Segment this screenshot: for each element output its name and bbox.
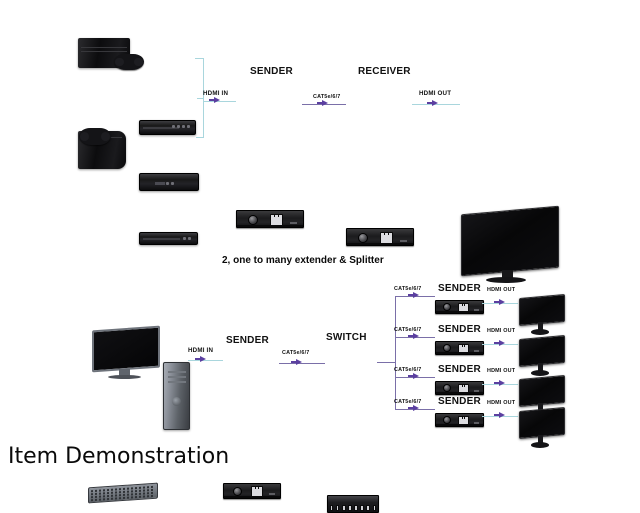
sender-device-bottom bbox=[223, 483, 281, 499]
bottom-diagram-title: 2, one to many extender & Splitter bbox=[222, 255, 384, 266]
sender-device-top bbox=[236, 210, 304, 228]
branch-3-cat-label: CAT5e/6/7 bbox=[394, 367, 422, 373]
sender-label-bottom: SENDER bbox=[226, 335, 269, 346]
hdmi-in-label-bottom: HDMI IN bbox=[188, 347, 214, 354]
desktop-monitor bbox=[92, 325, 160, 379]
branch-4-cat-arrow bbox=[408, 405, 419, 411]
monitor-top bbox=[461, 205, 559, 283]
hdmi-out-arrow-top bbox=[427, 100, 438, 106]
branch-1-device bbox=[435, 300, 484, 314]
sender-label-top: SENDER bbox=[250, 66, 293, 77]
branch-2-hdmi-arrow bbox=[494, 340, 505, 346]
receiver-device-top bbox=[346, 228, 414, 246]
cat-arrow-bottom bbox=[291, 359, 302, 365]
hdmi-in-arrow-top bbox=[209, 97, 220, 103]
branch-3-out-label: HDMI OUT bbox=[487, 368, 516, 374]
receiver-power-knob-top bbox=[358, 233, 368, 243]
branch-4: CAT5e/6/7 SENDER HDMI OUT bbox=[0, 250, 565, 448]
branch-3-monitor bbox=[519, 374, 565, 416]
branch-2: CAT5e/6/7 SENDER HDMI OUT bbox=[0, 250, 565, 376]
receiver-label-top: RECEIVER bbox=[358, 66, 411, 77]
branch-4-cat-label: CAT5e/6/7 bbox=[394, 399, 422, 405]
cat-line-bottom bbox=[279, 363, 325, 364]
source-branch-1 bbox=[195, 58, 204, 59]
branch-1-hdmi-arrow bbox=[494, 299, 505, 305]
source-branch-3 bbox=[196, 137, 204, 138]
network-switch bbox=[327, 495, 379, 513]
switch-ports bbox=[330, 505, 376, 511]
branch-3-device-label: SENDER bbox=[438, 364, 481, 375]
bottom-diagram: 2, one to many extender & Splitter HDMI … bbox=[0, 250, 640, 513]
cat-label-bottom: CAT5e/6/7 bbox=[282, 350, 310, 356]
branch-4-hdmi-arrow bbox=[494, 412, 505, 418]
set-top-box-2 bbox=[139, 173, 199, 191]
branch-2-cat-arrow bbox=[408, 333, 419, 339]
page-caption: Item Demonstration bbox=[8, 444, 230, 469]
hdmi-in-label-top: HDMI IN bbox=[203, 90, 229, 97]
branch-2-cat-label: CAT5e/6/7 bbox=[394, 327, 422, 333]
branch-1-out-label: HDMI OUT bbox=[487, 287, 516, 293]
branch-1: CAT5e/6/7 SENDER HDMI OUT bbox=[0, 250, 565, 335]
sender-power-knob-top bbox=[248, 215, 258, 225]
cat-label-top: CAT5e/6/7 bbox=[313, 94, 341, 100]
branch-2-monitor bbox=[519, 334, 565, 376]
branch-1-cat-arrow bbox=[408, 292, 419, 298]
branch-3-hdmi-arrow bbox=[494, 380, 505, 386]
branch-4-device bbox=[435, 413, 484, 427]
switch-label: SWITCH bbox=[326, 332, 367, 343]
branch-1-monitor bbox=[519, 293, 565, 335]
switch-output-line bbox=[377, 362, 395, 363]
branch-3-cat-arrow bbox=[408, 373, 419, 379]
branch-3-device bbox=[435, 381, 484, 395]
xbox-gamepad bbox=[79, 128, 111, 145]
desktop-tower bbox=[163, 362, 190, 430]
branch-2-device bbox=[435, 341, 484, 355]
game-console-ps4 bbox=[78, 38, 130, 68]
branch-2-device-label: SENDER bbox=[438, 324, 481, 335]
branch-1-cat-label: CAT5e/6/7 bbox=[394, 286, 422, 292]
branch-4-device-label: SENDER bbox=[438, 396, 481, 407]
branch-2-out-label: HDMI OUT bbox=[487, 328, 516, 334]
hdmi-in-arrow-bottom bbox=[195, 356, 206, 362]
desktop-keyboard bbox=[88, 482, 158, 504]
splitter-bus-vertical bbox=[395, 296, 396, 409]
ps4-gamepad bbox=[114, 54, 144, 70]
branch-1-device-label: SENDER bbox=[438, 283, 481, 294]
branch-4-out-label: HDMI OUT bbox=[487, 400, 516, 406]
source-branch-2 bbox=[197, 98, 204, 99]
sender-power-knob-bottom bbox=[233, 487, 242, 496]
set-top-box-1 bbox=[139, 120, 196, 135]
branch-4-monitor bbox=[519, 406, 565, 448]
cat-arrow-top bbox=[317, 100, 328, 106]
hdmi-out-label-top: HDMI OUT bbox=[419, 90, 452, 97]
top-diagram: HDMI IN SENDER CAT5e/6/7 RECEIVER HDMI O… bbox=[0, 0, 640, 283]
receiver-rj45-top bbox=[380, 232, 393, 244]
source-bus-vertical bbox=[203, 58, 204, 137]
dvd-player bbox=[139, 232, 198, 245]
